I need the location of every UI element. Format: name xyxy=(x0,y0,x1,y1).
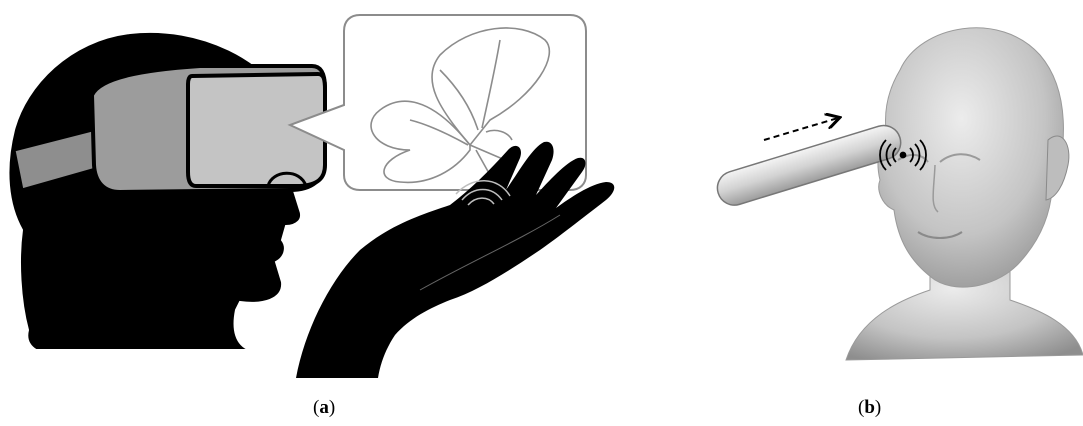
panel-a-caption: (a) xyxy=(313,397,335,418)
mannequin-head-icon xyxy=(878,28,1064,287)
mannequin-ear xyxy=(1046,136,1069,200)
motion-arrow xyxy=(764,118,838,140)
stimulator-rod-icon xyxy=(713,121,905,209)
panel-a-illustration xyxy=(8,15,614,378)
panel-b-illustration xyxy=(713,28,1083,360)
panel-b-caption: (b) xyxy=(858,397,881,418)
